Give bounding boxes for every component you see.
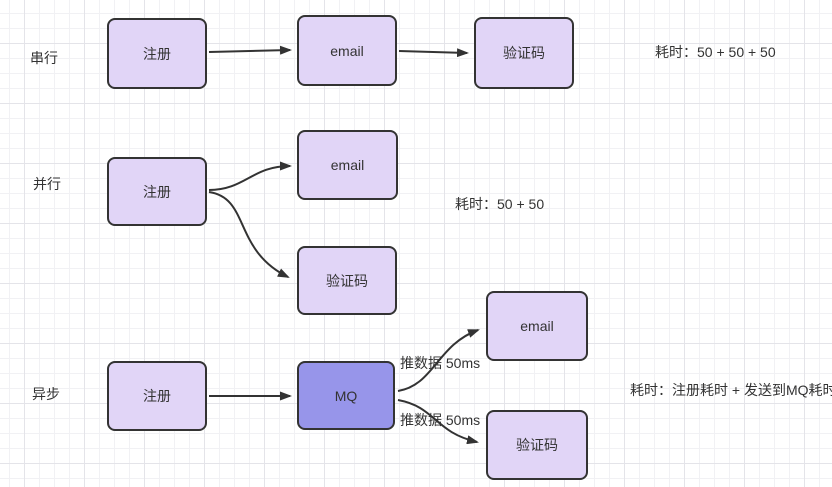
edge-async-mq-email[interactable] bbox=[397, 329, 480, 392]
row-label-async[interactable]: 异步 bbox=[32, 386, 60, 402]
row-label-parallel[interactable]: 并行 bbox=[33, 176, 61, 192]
node-mq-async[interactable]: MQ bbox=[297, 361, 395, 430]
edge-async-mq-captcha[interactable] bbox=[397, 399, 479, 445]
edge-parallel-register-email[interactable] bbox=[208, 161, 292, 191]
node-register-serial[interactable]: 注册 bbox=[107, 18, 207, 89]
node-captcha-serial[interactable]: 验证码 bbox=[474, 17, 574, 89]
edge-label-push-data-email[interactable]: 推数据 50ms bbox=[400, 355, 481, 371]
note-async-cost[interactable]: 耗时：注册耗时 + 发送到MQ耗时 bbox=[630, 382, 832, 398]
row-label-serial[interactable]: 串行 bbox=[30, 50, 58, 66]
node-captcha-async[interactable]: 验证码 bbox=[486, 410, 588, 480]
node-email-serial[interactable]: email bbox=[297, 15, 397, 86]
node-register-parallel[interactable]: 注册 bbox=[107, 157, 207, 226]
edge-label-push-data-captcha[interactable]: 推数据 50ms bbox=[400, 412, 481, 428]
node-email-parallel[interactable]: email bbox=[297, 130, 398, 200]
node-captcha-parallel[interactable]: 验证码 bbox=[297, 246, 397, 315]
node-register-async[interactable]: 注册 bbox=[107, 361, 207, 431]
note-parallel-cost[interactable]: 耗时：50 + 50 bbox=[455, 196, 545, 212]
edge-serial-register-email[interactable] bbox=[208, 45, 292, 55]
edge-serial-email-captcha[interactable] bbox=[398, 48, 469, 58]
node-email-async[interactable]: email bbox=[486, 291, 588, 361]
note-serial-cost[interactable]: 耗时：50 + 50 + 50 bbox=[655, 44, 776, 60]
edge-parallel-register-captcha[interactable] bbox=[208, 191, 290, 278]
